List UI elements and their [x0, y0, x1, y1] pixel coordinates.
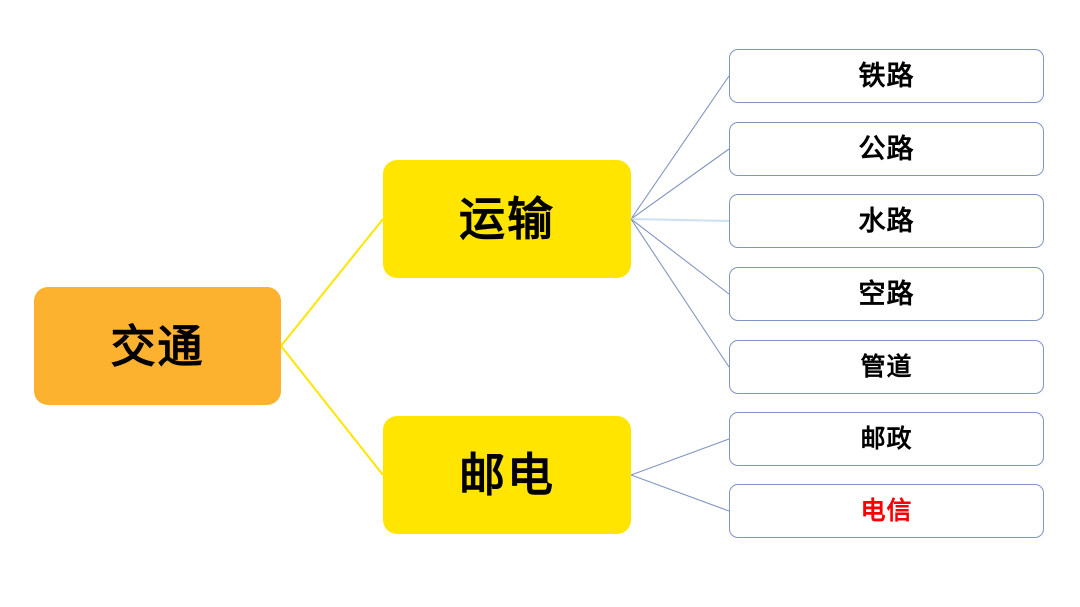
connector-post-to-telecom — [630, 474, 730, 512]
root-node-label: 交通 — [110, 320, 205, 372]
leaf-node-label: 铁路 — [858, 60, 915, 91]
leaf-node-label: 水路 — [858, 205, 915, 236]
leaf-node-postal[interactable]: 邮政 — [729, 412, 1044, 466]
root-node-traffic[interactable]: 交通 — [34, 287, 281, 405]
leaf-node-waterway[interactable]: 水路 — [729, 194, 1044, 248]
connector-root-to-transport — [280, 218, 384, 347]
connector-transport-to-rail — [630, 75, 730, 220]
branch-node-transport[interactable]: 运输 — [383, 160, 631, 278]
connector-transport-to-water — [630, 217, 730, 223]
connector-transport-to-road — [630, 148, 730, 220]
branch-node-label: 运输 — [459, 193, 555, 245]
leaf-node-label: 电信 — [860, 496, 913, 525]
connector-root-to-post — [280, 345, 384, 476]
leaf-node-road[interactable]: 公路 — [729, 122, 1044, 176]
leaf-node-label: 空路 — [858, 278, 915, 309]
leaf-node-label: 公路 — [858, 133, 915, 164]
connector-transport-to-air — [630, 218, 730, 295]
leaf-node-pipeline[interactable]: 管道 — [729, 340, 1044, 394]
leaf-node-telecom[interactable]: 电信 — [729, 484, 1044, 538]
leaf-node-rail[interactable]: 铁路 — [729, 49, 1044, 103]
branch-node-label: 邮电 — [459, 449, 555, 501]
leaf-node-label: 管道 — [860, 352, 913, 381]
connector-post-to-postal — [630, 438, 730, 476]
leaf-node-airway[interactable]: 空路 — [729, 267, 1044, 321]
connector-transport-to-pipeline — [630, 218, 730, 368]
branch-node-post[interactable]: 邮电 — [383, 416, 631, 534]
leaf-node-label: 邮政 — [860, 424, 913, 453]
